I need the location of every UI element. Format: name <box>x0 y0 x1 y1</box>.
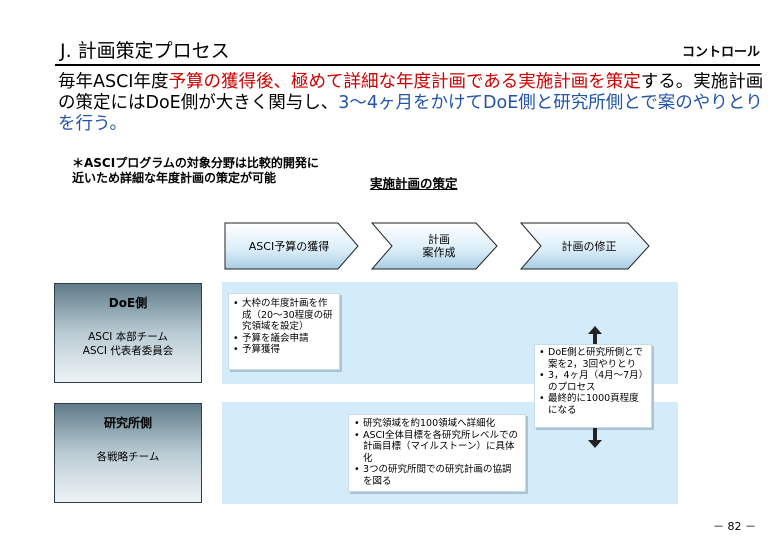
arrow-up-icon <box>588 326 602 346</box>
title-divider <box>55 64 760 66</box>
lab-task-item: 研究領域を約100領域へ詳細化 <box>354 418 521 430</box>
stage-label-3: 計画の修正 <box>561 239 617 253</box>
lab-task-item: ASCI全体目標を各研究所レベルでの計画目標（マイルストーン）に具体化 <box>354 430 521 465</box>
stage-chevron-3 <box>519 222 650 270</box>
org-lab-members: 各戦略チーム <box>55 450 201 464</box>
exchange-item: 最終的に1000頁程度になる <box>539 393 648 416</box>
lab-task-box: 研究領域を約100領域へ詳細化 ASCI全体目標を各研究所レベルでの計画目標（マ… <box>348 414 526 492</box>
arrow-down-icon <box>588 428 602 448</box>
org-lab-name: 研究所側 <box>103 416 152 430</box>
page-number: － 82 － <box>713 520 756 533</box>
org-doe-member: ASCI 本部チーム <box>88 331 168 343</box>
stage-chevron-2 <box>370 222 498 270</box>
doe-task-item: 予算を議会申請 <box>233 333 335 345</box>
section-label: コントロール <box>681 45 760 60</box>
lead-text-highlight: 予算の獲得後、極めて詳細な年度計画である実施計画を策定 <box>168 72 641 92</box>
org-lab-member: 各戦略チーム <box>96 451 160 463</box>
org-doe-members: ASCI 本部チーム ASCI 代表者委員会 <box>55 330 201 358</box>
stage-label-1: ASCI予算の獲得 <box>248 239 330 253</box>
process-stages: ASCI予算の獲得 計画 案作成 計画の修正 <box>224 222 654 270</box>
exchange-item: DoE側と研究所側とで案を2，3回やりとり <box>539 347 648 370</box>
lead-text-2: する。実施計画の策定にはDoE側が大きく関与し、 <box>58 72 764 113</box>
stage-arrows-graphic <box>224 222 650 270</box>
org-doe-name: DoE側 <box>108 296 148 310</box>
doe-task-box: 大枠の年度計画を作成（20～30程度の研究領域を設定） 予算を議会申請 予算獲得 <box>228 293 340 370</box>
scope-note: ＊ASCIプログラムの対象分野は比較的開発に近いため詳細な年度計画の策定が可能 <box>72 156 319 185</box>
org-doe-member: ASCI 代表者委員会 <box>82 345 174 357</box>
org-lab: 研究所側 各戦略チーム <box>54 403 202 503</box>
lead-paragraph: 毎年ASCI年度予算の獲得後、極めて詳細な年度計画である実施計画を策定する。実施… <box>58 72 770 135</box>
plan-label: 実施計画の策定 <box>370 176 458 191</box>
org-doe: DoE側 ASCI 本部チーム ASCI 代表者委員会 <box>54 283 202 383</box>
lab-task-item: 3つの研究所間での研究計画の協調を図る <box>354 464 521 487</box>
doe-task-item: 予算獲得 <box>233 344 335 356</box>
page-title: J. 計画策定プロセス <box>60 40 230 62</box>
exchange-box: DoE側と研究所側とで案を2，3回やりとり 3，4ヶ月（4月～7月）のプロセス … <box>534 344 652 428</box>
lead-text-blue: 3～4ヶ月をかけてDoE側と研究所側とで案のやりとりを行う。 <box>58 93 763 134</box>
stage-chevron-1 <box>224 222 359 270</box>
lead-text-1: 毎年ASCI年度 <box>58 72 169 92</box>
doe-task-item: 大枠の年度計画を作成（20～30程度の研究領域を設定） <box>233 298 335 333</box>
exchange-item: 3，4ヶ月（4月～7月）のプロセス <box>539 370 648 393</box>
stage-label-2: 計画 案作成 <box>422 233 456 259</box>
